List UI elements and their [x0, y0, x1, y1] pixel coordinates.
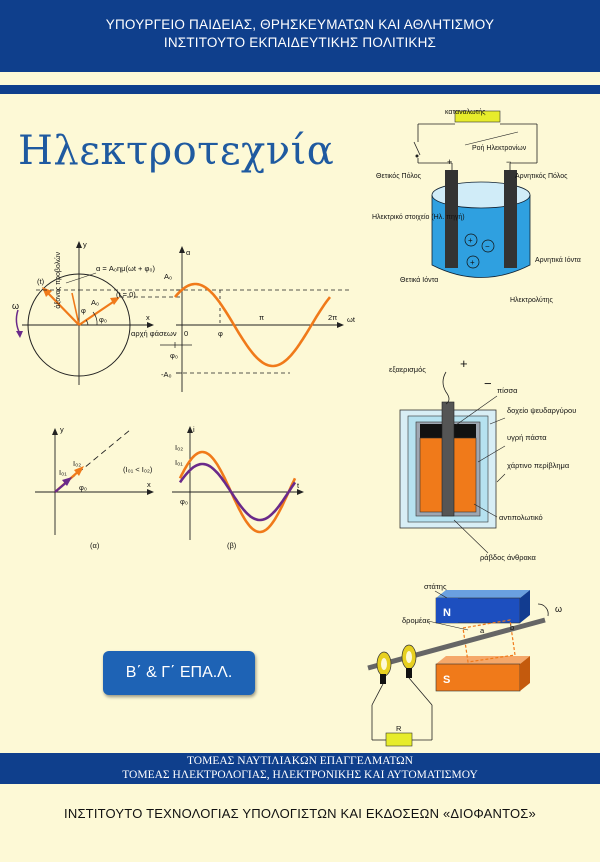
phasor-a0-label: A₀	[91, 298, 99, 307]
south-pole: S	[443, 674, 450, 686]
sine-amp-pos: A₀	[164, 272, 172, 281]
sine-pi-tick: π	[259, 313, 264, 322]
phasor-x-label: x	[146, 313, 150, 322]
generator-omega: ω	[555, 604, 562, 614]
coil-b-label: b	[510, 623, 514, 632]
institute-name: ΙΝΣΤΙΤΟΥΤΟ ΕΚΠΑΙΔΕΥΤΙΚΗΣ ΠΟΛΙΤΙΚΗΣ	[163, 35, 437, 50]
curr-phi0-label: φ₀	[180, 497, 188, 506]
sine-alpha-label: α	[186, 248, 191, 257]
cell-plus-sign: +	[447, 157, 452, 167]
curr-i02-label: I₀₂	[175, 443, 183, 452]
ministry-name: ΥΠΟΥΡΓΕΙΟ ΠΑΙΔΕΙΑΣ, ΘΡΗΣΚΕΥΜΑΤΩΝ ΚΑΙ ΑΘΛ…	[105, 17, 495, 32]
sector-line-1: ΤΟΜΕΑΣ ΝΑΥΤΙΛΙΑΚΩΝ ΕΠΑΓΓΕΛΜΑΤΩΝ	[186, 755, 413, 767]
current-wave-orange	[178, 450, 297, 534]
consumer-label: καταναλωτής	[445, 109, 486, 116]
battery-minus-sign: −	[484, 376, 492, 391]
cell-minus-sign: −	[506, 157, 511, 167]
vec-phi0-label: φ₀	[79, 483, 87, 492]
depolarizer-label: αντιπολωτικό	[499, 513, 543, 522]
phasor-phi-label: φ	[81, 306, 86, 315]
negative-pole-label: Αρνητικός Πόλος	[515, 172, 568, 180]
publisher-name: ΙΝΣΤΙΤΟΥΤΟ ΤΕΧΝΟΛΟΓΙΑΣ ΥΠΟΛΟΓΙΣΤΩΝ ΚΑΙ Ε…	[64, 806, 536, 821]
caption-a: (α)	[90, 541, 100, 550]
battery-diagram: + − εξαερισμός πίσσα δοχείο ψευδαργύρου …	[389, 356, 576, 562]
sine-phi-tick: φ	[218, 329, 223, 338]
ion-plus-2: +	[470, 258, 475, 267]
phasor-t-label: (t)	[37, 277, 45, 286]
ministry-header: ΥΠΟΥΡΓΕΙΟ ΠΑΙΔΕΙΑΣ, ΘΡΗΣΚΕΥΜΑΤΩΝ ΚΑΙ ΑΘΛ…	[0, 0, 600, 72]
caption-b: (β)	[227, 541, 237, 550]
electrolysis-diagram: καταναλωτής Ροή Ηλεκτρονίων + − + −	[372, 109, 581, 304]
positive-pole-label: Θετικός Πόλος	[376, 172, 422, 180]
paper-wrap-label: χάρτινο περίβλημα	[507, 461, 570, 470]
sine-amp-neg: -A₀	[161, 370, 172, 379]
electrolyte-label: Ηλεκτρολύτης	[510, 296, 554, 304]
stator-label: στάτης	[424, 582, 447, 591]
battery-plus-sign: +	[460, 356, 468, 371]
sector-line-2: ΤΟΜΕΑΣ ΗΛΕΚΤΡΟΛΟΓΙΑΣ, ΗΛΕΚΤΡΟΝΙΚΗΣ ΚΑΙ Α…	[122, 769, 478, 781]
phase-origin-label: αρχή φάσεων	[131, 329, 177, 338]
ion-minus-1: −	[485, 242, 490, 251]
vec-y-label: y	[60, 425, 64, 434]
sector-footer: ΤΟΜΕΑΣ ΝΑΥΤΙΛΙΑΚΩΝ ΕΠΑΓΓΕΛΜΑΤΩΝ ΤΟΜΕΑΣ Η…	[0, 753, 600, 784]
vec-x-label: x	[147, 480, 151, 489]
current-wave-purple	[178, 462, 297, 522]
cell-label: Ηλεκτρικό στοιχείο (Ηλ. πηγή)	[372, 213, 465, 221]
curr-i-label: i	[193, 425, 195, 434]
curr-t-label: t	[297, 481, 300, 490]
phasor-phi0-label: φ₀	[99, 315, 107, 324]
vent-label: εξαερισμός	[389, 365, 426, 374]
phasor-diagram: άξονας προβολών y x (t) (t = 0) ω φ φ₀ A…	[12, 240, 356, 392]
anions-label: Αρνητικά Ιόντα	[535, 256, 581, 264]
sine-2pi-tick: 2π	[328, 313, 337, 322]
phasor-omega-label: ω	[12, 301, 19, 311]
curr-i01-label: I₀₁	[175, 458, 183, 467]
zinc-case-label: δοχείο ψευδαργύρου	[507, 406, 576, 415]
resistor-label: R	[396, 724, 402, 733]
carbon-rod-label: ράβδος άνθρακα	[480, 553, 536, 562]
rotor-label: δρομέας	[402, 616, 431, 625]
book-title: Ηλεκτροτεχνία	[18, 128, 335, 174]
vec-i02-label: I₀₂	[73, 459, 81, 468]
sine-wt-label: ωt	[347, 315, 356, 324]
current-relation: (I₀₁ < I₀₂)	[123, 465, 153, 474]
header-stripe	[0, 85, 600, 94]
electron-flow-label: Ροή Ηλεκτρονίων	[472, 144, 527, 152]
phasor-formula: α = A₀ημ(ωt + φ₀)	[96, 264, 155, 273]
phasor-y-label: y	[83, 240, 87, 249]
north-pole: N	[443, 607, 451, 619]
sine-phi0-label: φ₀	[170, 351, 178, 360]
generator-diagram: N S R στάτης δρομέας a b	[367, 582, 562, 747]
pitch-label: πίσσα	[497, 386, 518, 395]
sine-wave	[173, 282, 332, 368]
current-diagram: y x I₀₂ I₀₁ φ₀ (I₀₁ < I₀₂) (α) i t I₀₂ I…	[35, 425, 304, 550]
vec-i01-label: I₀₁	[59, 468, 67, 477]
wet-paste-label: υγρή πάστα	[507, 433, 547, 442]
cations-label: Θετικά Ιόντα	[400, 276, 438, 284]
grade-badge: Β΄ & Γ΄ ΕΠΑ.Λ.	[103, 651, 255, 695]
sine-zero-label: 0	[184, 329, 188, 338]
projection-axis-label: άξονας προβολών	[54, 252, 62, 309]
phasor-t0-label: (t = 0)	[116, 290, 136, 299]
ion-plus-1: +	[468, 236, 473, 245]
coil-a-label: a	[480, 626, 485, 635]
